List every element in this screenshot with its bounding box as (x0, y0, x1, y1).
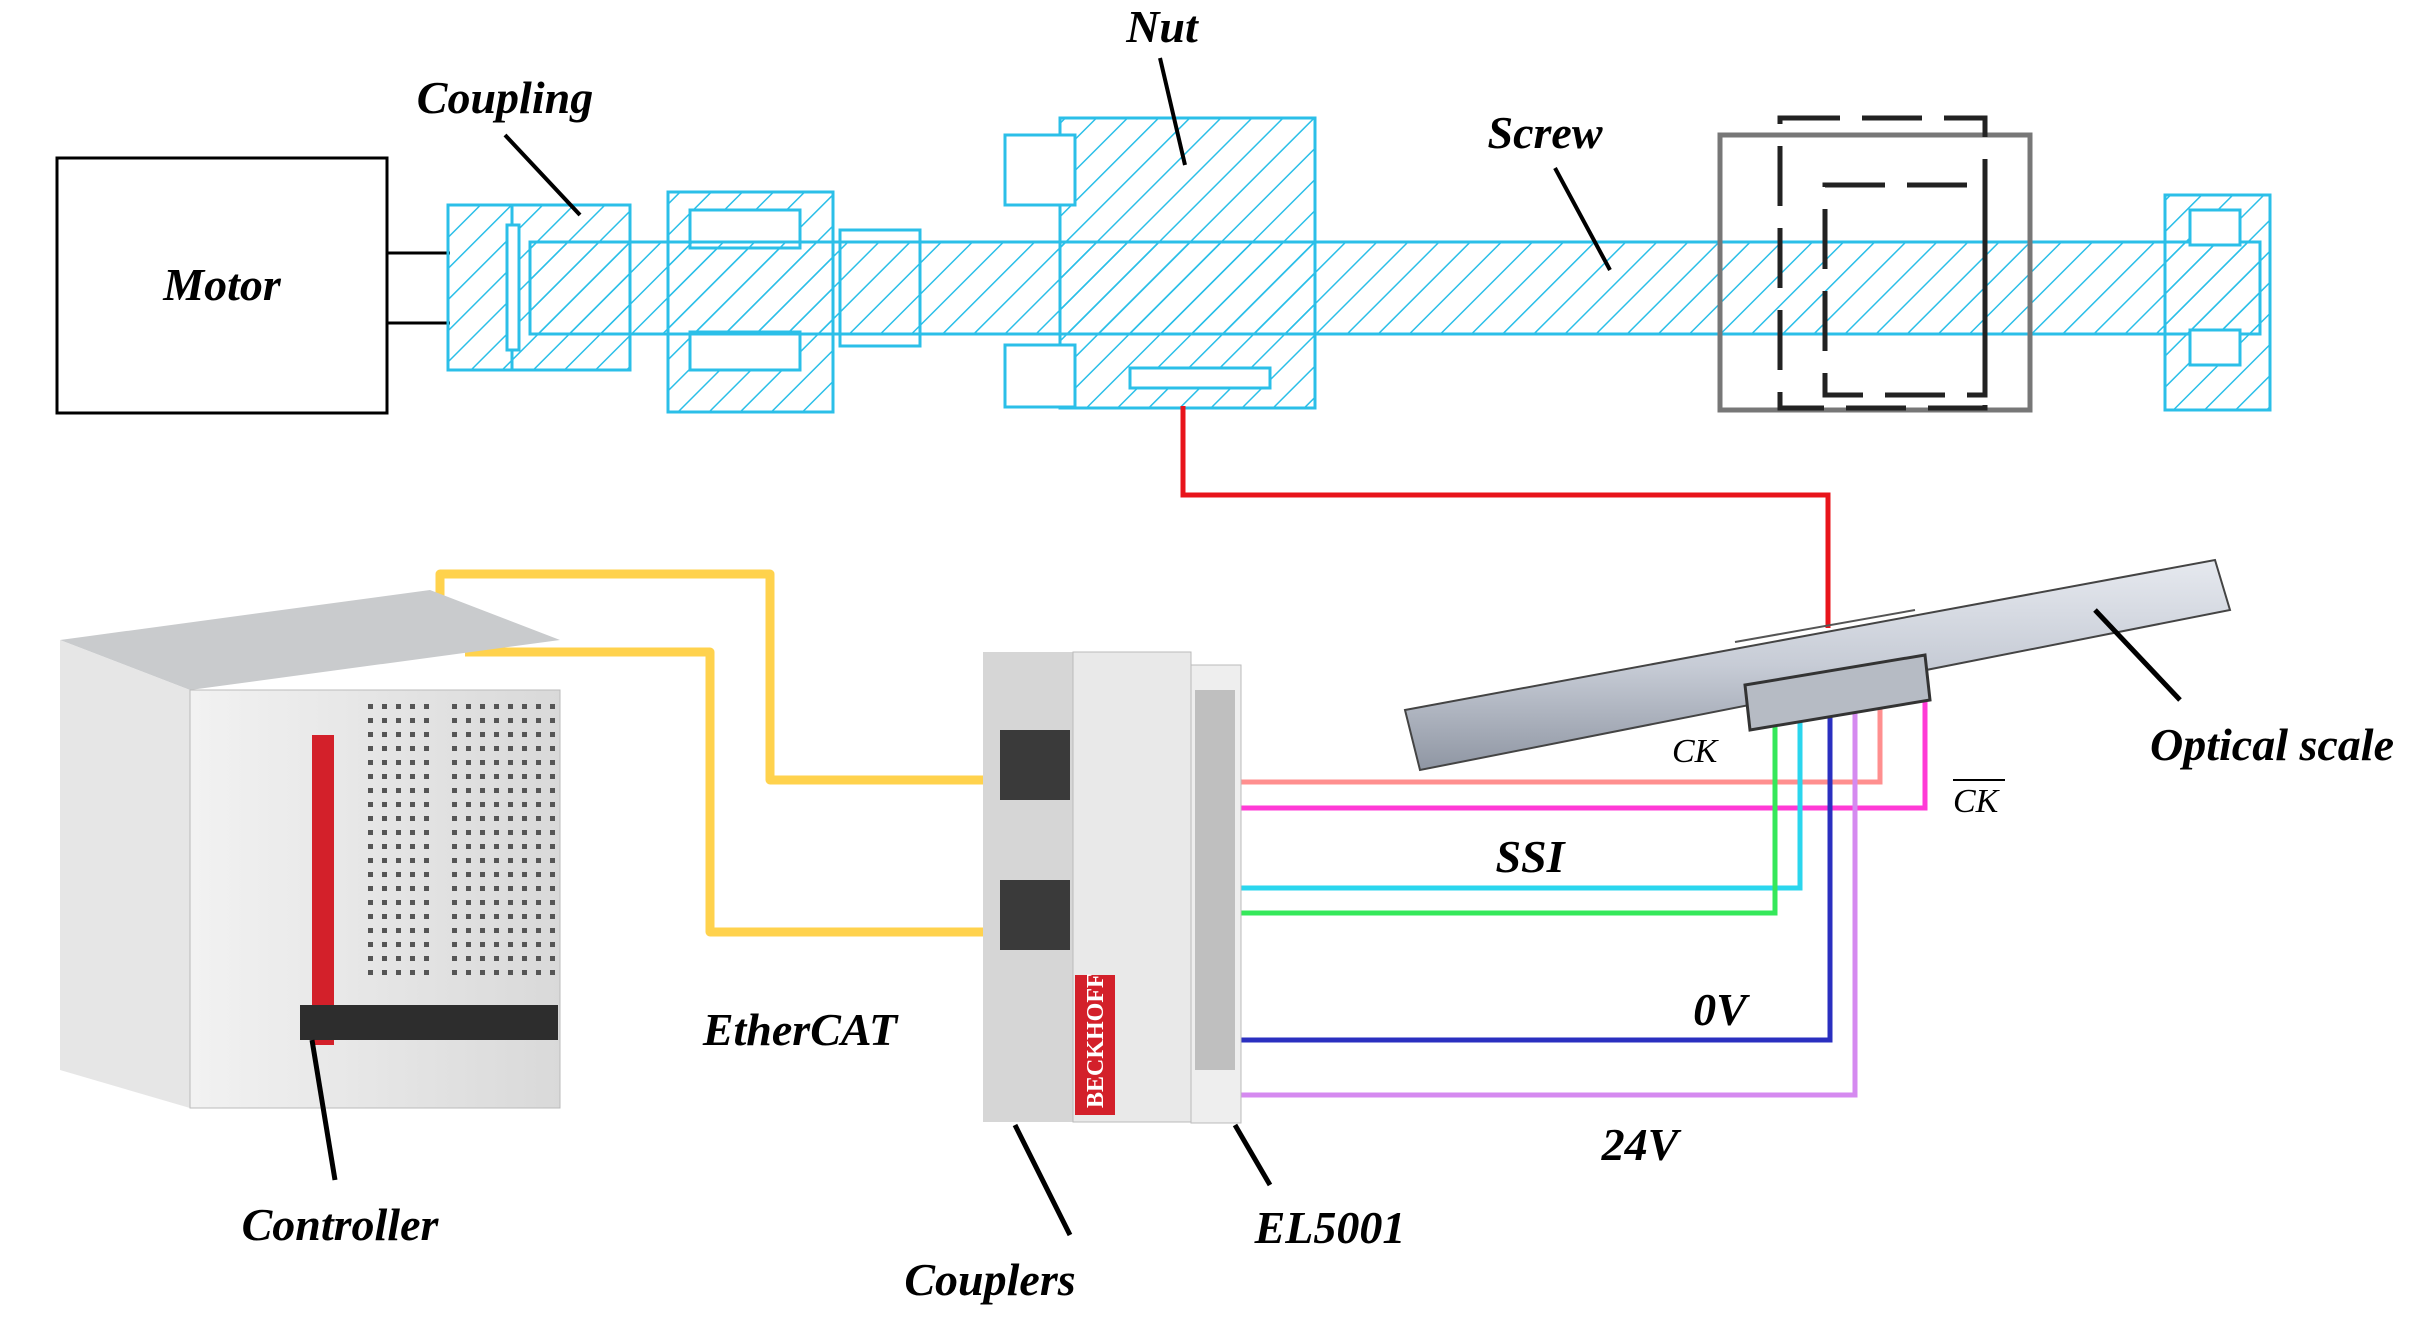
ck-label: CK (1672, 733, 1720, 770)
screw-shaft (528, 240, 2262, 336)
coupling-left-hub (446, 203, 514, 372)
optical-scale-label: Optical scale (2150, 719, 2394, 770)
ball-screw-assembly (446, 116, 2272, 414)
el5001-label: EL5001 (1254, 1202, 1406, 1253)
encoder-signal-wires (1195, 700, 1928, 1098)
couplers-label: Couplers (904, 1254, 1075, 1305)
zero-v-label: 0V (1693, 984, 1750, 1035)
ethercat-label: EtherCAT (702, 1004, 899, 1055)
ethercat-port-in (1000, 730, 1070, 800)
table-carriage-outline (1717, 115, 2033, 413)
ck-bar-label: CK (1953, 783, 2001, 820)
ethercat-port-out (1000, 880, 1070, 950)
optical-scale-device (1403, 558, 2232, 772)
beckhoff-logo: BECKHOFF (1083, 973, 1109, 1108)
el5001-terminal (1190, 664, 1242, 1124)
ethercat-coupler: BECKHOFF (983, 651, 1192, 1123)
ethercat-cables (435, 569, 1000, 937)
encoder-mount-link (1180, 406, 1831, 628)
nut-label: Nut (1125, 1, 1199, 52)
screw-label: Screw (1488, 107, 1603, 158)
twenty-four-v-label: 24V (1601, 1119, 1682, 1170)
controller-label: Controller (242, 1199, 440, 1250)
controller-device (60, 590, 561, 1181)
motor-label: Motor (162, 259, 282, 310)
motor-block (55, 156, 450, 415)
ssi-label: SSI (1495, 831, 1566, 882)
coupling-label: Coupling (417, 72, 593, 123)
